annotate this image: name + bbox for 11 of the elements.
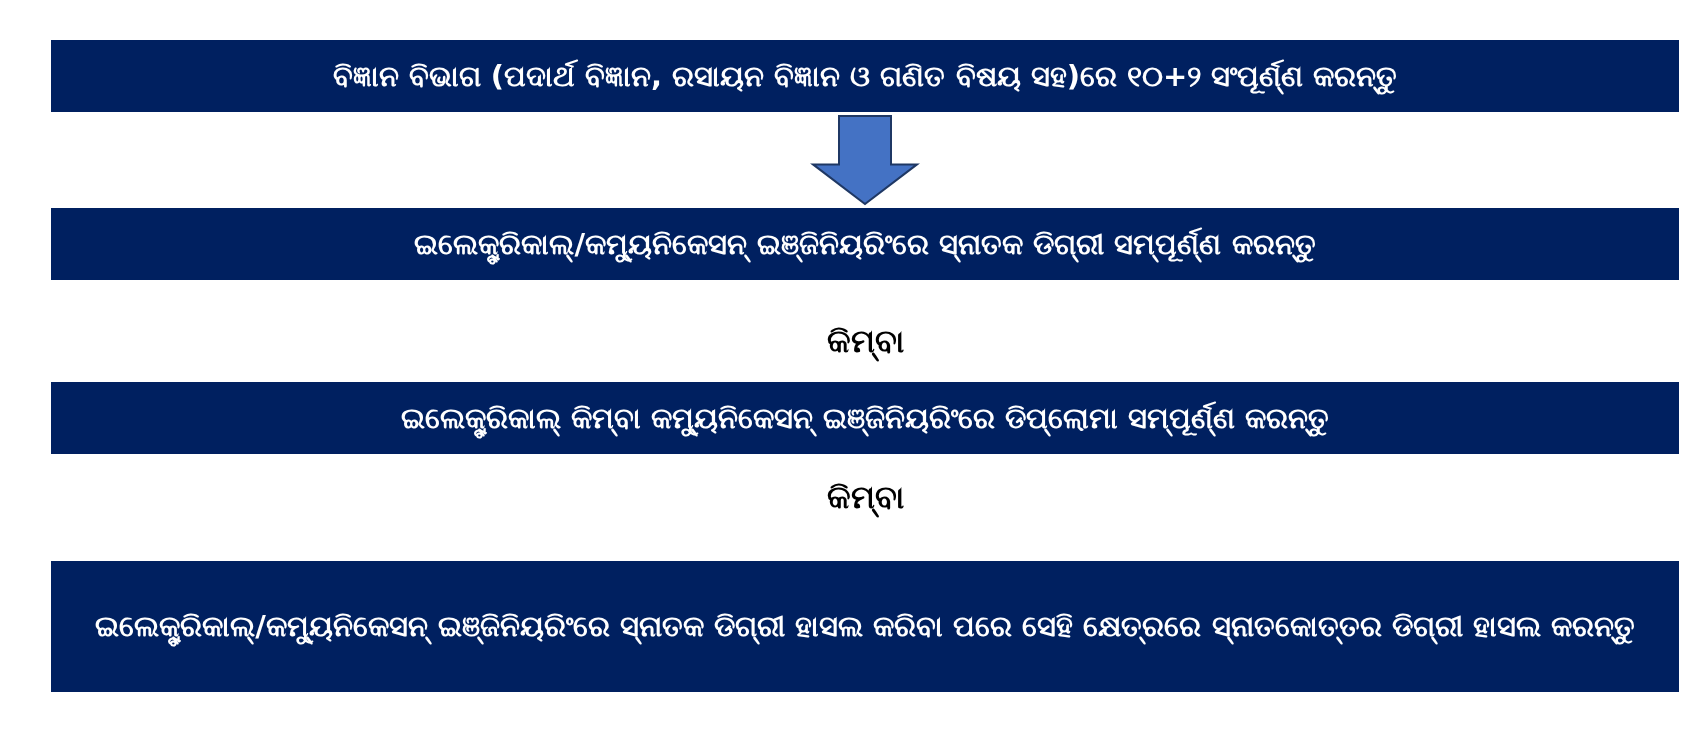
process-box [51, 382, 1679, 454]
or-label: କିମ୍ବା [826, 478, 904, 516]
box-text: ବିଜ୍ଞାନ ବିଭାଗ (ପଦାର୍ଥ ବିଜ୍ଞାନ, ରସାୟନ ବିଜ୍ଞାନ ଓ ଗଣିତ ବିଷୟ ସହ)ରେ ୧୦+୨ ସଂପୂର୍ଣ୍ଣ କରନ୍ତୁ [332, 57, 1398, 97]
box-text: ଇଲେକ୍ଟ୍ରିକାଲ୍/କମ୍ୟୁନିକେସନ୍ ଇଞ୍ଜିନିୟରିଂରେ ସ୍ନାତକ ଡିଗ୍ରୀ ସମ୍ପୂର୍ଣ୍ଣ କରନ୍ତୁ [414, 222, 1316, 265]
or-label: କିମ୍ବା [826, 322, 904, 360]
process-box [51, 40, 1679, 112]
process-box [51, 208, 1679, 280]
block-arrow [810, 115, 920, 206]
process-box [51, 561, 1679, 692]
box-text: ଇଲେକ୍ଟ୍ରିକାଲ୍ କିମ୍ବା କମ୍ୟୁନିକେସନ୍ ଇଞ୍ଜିନିୟରିଂରେ ଡିପ୍ଲୋମା ସମ୍ପୂର୍ଣ୍ଣ କରନ୍ତୁ [400, 396, 1330, 439]
box-text: ଇଲେକ୍ଟ୍ରିକାଲ୍/କମ୍ୟୁନିକେସନ୍ ଇଞ୍ଜିନିୟରିଂରେ ସ୍ନାତକ ଡିଗ୍ରୀ ହାସଲ କରିବା ପରେ ସେହି କ୍ଷେତ୍ରରେ ସ୍ନାତକୋତ୍ତର ଡିଗ୍ରୀ ହାସଲ କରନ୍ତୁ [95, 605, 1635, 648]
